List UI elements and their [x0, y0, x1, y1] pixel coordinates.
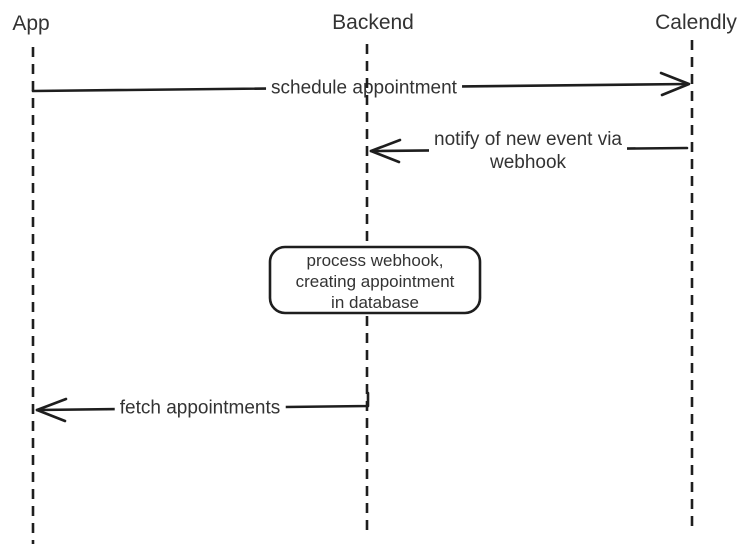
note-line-1: process webhook,: [306, 251, 444, 270]
arrowhead-left-icon: [369, 138, 402, 164]
message-label-fetch-appointments: fetch appointments: [114, 395, 286, 421]
participant-label-app: App: [12, 12, 50, 35]
note-line-2: creating appointment: [295, 272, 455, 291]
message-label-line-2: webhook: [489, 152, 567, 173]
message-label-notify-webhook: notify of new event via webhook: [429, 127, 627, 175]
participant-label-backend: Backend: [332, 11, 414, 34]
note-text: process webhook, creating appointment in…: [270, 250, 480, 313]
arrowhead-right-icon: [659, 71, 691, 97]
message-label-line-1: notify of new event via: [434, 129, 622, 150]
note-line-3: in database: [331, 293, 419, 312]
message-label-schedule-appointment: schedule appointment: [266, 75, 462, 101]
participant-label-calendly: Calendly: [655, 11, 737, 34]
arrowhead-left-icon: [35, 397, 68, 423]
